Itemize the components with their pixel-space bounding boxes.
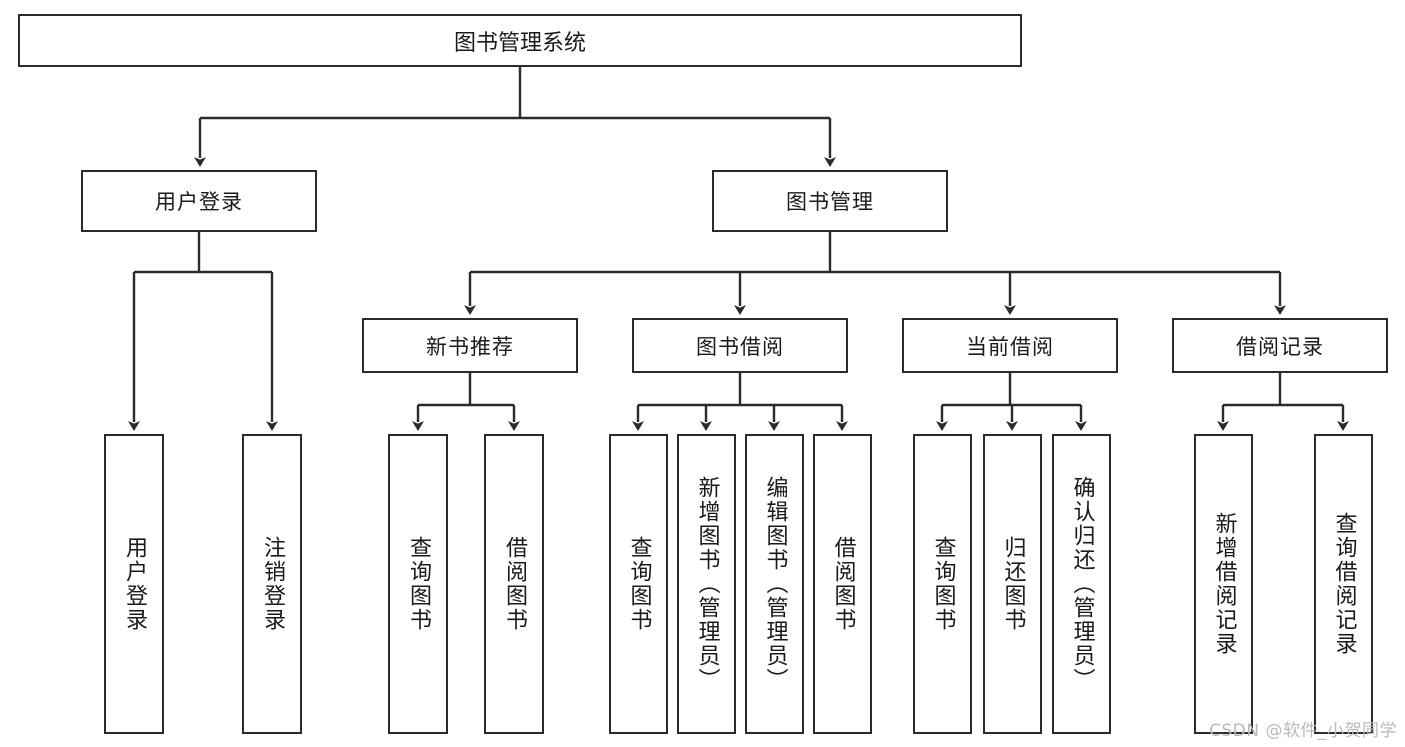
leaf-node[interactable]: 借阅图书 — [484, 434, 544, 734]
leaf-node[interactable]: 确认归还（管理员） — [1052, 434, 1111, 734]
node-current-borrowing[interactable]: 当前借阅 — [902, 318, 1118, 373]
leaf-label: 借阅图书 — [830, 536, 856, 632]
leaf-node[interactable]: 查询图书 — [609, 434, 668, 734]
node-borrow-records[interactable]: 借阅记录 — [1172, 318, 1388, 373]
leaf-label: 新增借阅记录 — [1211, 512, 1237, 656]
node-book-borrowing[interactable]: 图书借阅 — [632, 318, 848, 373]
leaf-node[interactable]: 用户登录 — [104, 434, 164, 734]
node-user-login[interactable]: 用户登录 — [81, 170, 317, 232]
node-new-book-recommendation[interactable]: 新书推荐 — [362, 318, 578, 373]
node-book-management[interactable]: 图书管理 — [712, 170, 948, 232]
leaf-node[interactable]: 查询图书 — [388, 434, 448, 734]
leaf-label: 注销登录 — [259, 536, 285, 632]
leaf-label: 查询图书 — [626, 536, 652, 632]
leaf-node[interactable]: 查询图书 — [913, 434, 972, 734]
leaf-node[interactable]: 借阅图书 — [813, 434, 872, 734]
leaf-node[interactable]: 新增图书（管理员） — [677, 434, 736, 734]
leaf-label: 查询图书 — [930, 536, 956, 632]
leaf-label: 确认归还（管理员） — [1069, 476, 1095, 692]
leaf-node[interactable]: 注销登录 — [242, 434, 302, 734]
leaf-label: 查询图书 — [405, 536, 431, 632]
leaf-node[interactable]: 编辑图书（管理员） — [745, 434, 804, 734]
leaf-label: 查询借阅记录 — [1331, 512, 1357, 656]
watermark-text: CSDN @软件_小贺同学 — [1209, 721, 1397, 741]
leaf-label: 新增图书（管理员） — [694, 476, 720, 692]
leaf-label: 归还图书 — [1000, 536, 1026, 632]
leaf-label: 编辑图书（管理员） — [762, 476, 788, 692]
leaf-node[interactable]: 查询借阅记录 — [1314, 434, 1373, 734]
leaf-label: 借阅图书 — [501, 536, 527, 632]
leaf-label: 用户登录 — [121, 536, 147, 632]
leaf-node[interactable]: 归还图书 — [983, 434, 1042, 734]
leaf-node[interactable]: 新增借阅记录 — [1194, 434, 1253, 734]
node-root-system[interactable]: 图书管理系统 — [18, 14, 1022, 67]
